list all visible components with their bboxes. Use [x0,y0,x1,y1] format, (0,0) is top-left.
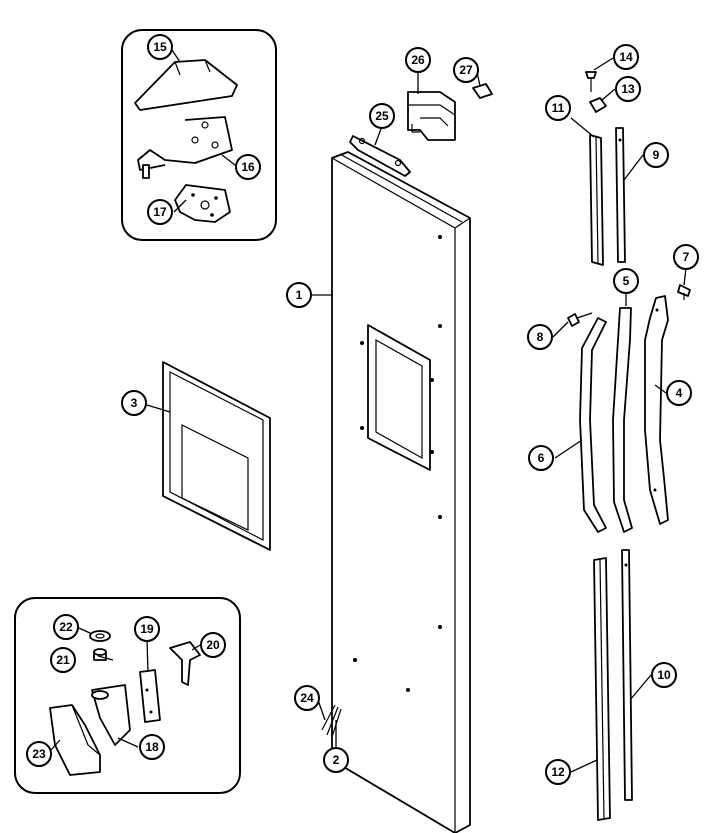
callout-13: 13 [615,76,641,102]
callout-3: 3 [121,390,147,416]
callout-9-label: 9 [653,148,660,162]
callout-6: 6 [528,445,554,471]
callout-6-label: 6 [538,451,545,465]
part-top-hinge [137,116,233,179]
part-door-panel [331,151,471,833]
part-dispenser-trim [162,361,271,551]
callout-18: 18 [139,734,165,760]
callout-1: 1 [286,282,312,308]
callout-7: 7 [673,244,699,270]
part-handle-bracket [644,295,669,525]
part-bottom-hinge-cover [49,704,101,776]
callout-19: 19 [134,616,160,642]
callout-20-label: 20 [206,638,220,652]
callout-2-label: 2 [333,753,340,767]
part-screw-top [585,71,597,92]
callout-22: 22 [53,614,79,640]
callout-25-label: 25 [375,109,389,123]
callout-15: 15 [147,34,173,60]
callout-21: 21 [50,647,76,673]
callout-26-label: 26 [411,53,425,67]
callout-11: 11 [545,95,571,121]
bottom-hinge-inset-box [14,597,241,794]
part-clip [472,83,493,99]
callout-22-label: 22 [59,620,73,634]
part-screw-handle [567,312,593,327]
callout-20: 20 [200,632,226,658]
callout-27: 27 [453,57,479,83]
callout-9: 9 [643,142,669,168]
callout-8: 8 [527,324,553,350]
part-strip-lower [621,549,633,801]
callout-16-label: 16 [241,160,255,174]
part-bushing [93,648,107,661]
callout-17-label: 17 [153,205,167,219]
callout-8-label: 8 [537,330,544,344]
callout-3-label: 3 [131,396,138,410]
callout-24: 24 [294,685,320,711]
callout-21-label: 21 [56,653,70,667]
callout-1-label: 1 [296,288,303,302]
callout-25: 25 [369,103,395,129]
leader-lines [50,49,687,773]
callout-14-label: 14 [619,50,633,64]
part-screw-side [677,284,691,300]
part-top-cap [349,135,411,177]
callout-27-label: 27 [459,63,473,77]
callout-19-label: 19 [140,622,154,636]
part-handle-left [579,317,607,533]
part-hinge-plate [174,184,231,223]
callout-14: 14 [613,44,639,70]
callout-5-label: 5 [623,274,630,288]
callout-2: 2 [323,747,349,773]
callout-26: 26 [405,47,431,73]
callout-12-label: 12 [551,765,565,779]
callout-23-label: 23 [32,747,46,761]
callout-4-label: 4 [676,386,683,400]
hinge-inset-box [121,29,277,241]
part-hinge-cover [134,59,238,111]
part-hinge-shim [169,641,201,686]
callout-16: 16 [235,154,261,180]
part-strip-upper [615,127,626,263]
callout-4: 4 [666,380,692,406]
callout-15-label: 15 [153,40,167,54]
callout-10-label: 10 [657,668,671,682]
part-hinge-block [139,669,161,723]
part-bracket [407,91,456,141]
part-trim-strip-lower [593,557,611,821]
part-nut [589,97,607,113]
callout-7-label: 7 [683,250,690,264]
part-bottom-hinge [91,684,131,746]
callout-12: 12 [545,759,571,785]
callout-23: 23 [26,741,52,767]
callout-5: 5 [613,268,639,294]
callout-17: 17 [147,199,173,225]
callout-13-label: 13 [621,82,635,96]
part-trim-strip-upper [589,134,604,266]
callout-24-label: 24 [300,691,314,705]
part-washer [89,630,111,642]
callout-10: 10 [651,662,677,688]
callout-11-label: 11 [552,101,565,115]
part-handle-middle [612,307,633,533]
callout-18-label: 18 [145,740,159,754]
